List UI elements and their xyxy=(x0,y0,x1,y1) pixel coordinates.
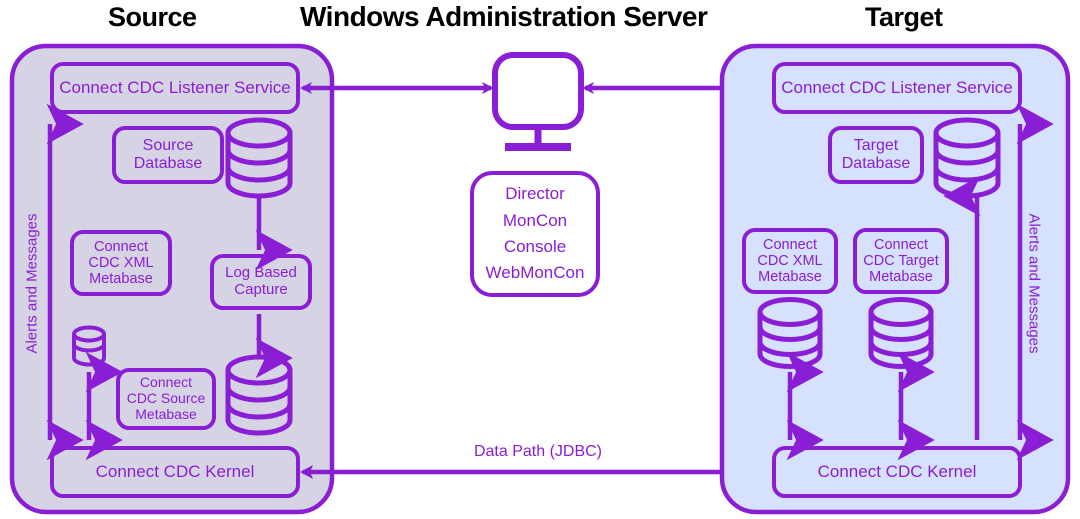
target-database-label: Target Database xyxy=(841,137,911,172)
source-listener-service-box xyxy=(50,62,300,114)
target-kernel-label: Connect CDC Kernel xyxy=(817,462,977,482)
target-database-box xyxy=(828,126,924,184)
target-cdc-xml-metabase-label: Connect CDC XML Metabase xyxy=(757,236,823,286)
admin-services-box xyxy=(470,171,600,297)
source-kernel-label: Connect CDC Kernel xyxy=(95,462,255,482)
source-header-title: Source xyxy=(108,2,197,32)
data-path-arrow xyxy=(300,465,776,479)
target-cdc-target-metabase-box xyxy=(853,228,949,294)
source-listener-service-label: Connect CDC Listener Service xyxy=(59,78,291,98)
target-panel xyxy=(719,43,1071,515)
source-database-label: Source Database xyxy=(133,137,203,172)
source-panel xyxy=(9,43,335,515)
source-cdc-source-metabase-label: Connect CDC Source Metabase xyxy=(126,374,206,422)
center-admin-server xyxy=(470,52,600,297)
target-cdc-xml-metabase-box xyxy=(742,228,838,294)
target-header-title: Target xyxy=(865,2,943,32)
admin-services-label: Director MonCon Console WebMonCon xyxy=(485,184,585,283)
source-db-cylinder-icon xyxy=(225,117,293,199)
target-listener-service-label: Connect CDC Listener Service xyxy=(781,78,1013,98)
source-database-box xyxy=(112,126,224,184)
source-to-server-arrow xyxy=(300,82,494,94)
source-alerts-messages-label: Alerts and Messages xyxy=(23,213,41,354)
source-cdc-xml-metabase-label: Connect CDC XML Metabase xyxy=(88,238,154,288)
log-based-capture-label: Log Based Capture xyxy=(225,264,297,298)
target-cdc-target-metabase-label: Connect CDC Target Metabase xyxy=(863,236,939,286)
source-kernel-box xyxy=(50,446,300,498)
target-alerts-messages-label: Alerts and Messages xyxy=(1025,213,1043,354)
page-title: Windows Administration Server xyxy=(300,1,708,32)
target-listener-service-box xyxy=(772,62,1022,114)
target-kernel-box xyxy=(772,446,1022,498)
data-path-label: Data Path (JDBC) xyxy=(473,443,603,461)
monitor-screen-icon xyxy=(492,52,584,130)
